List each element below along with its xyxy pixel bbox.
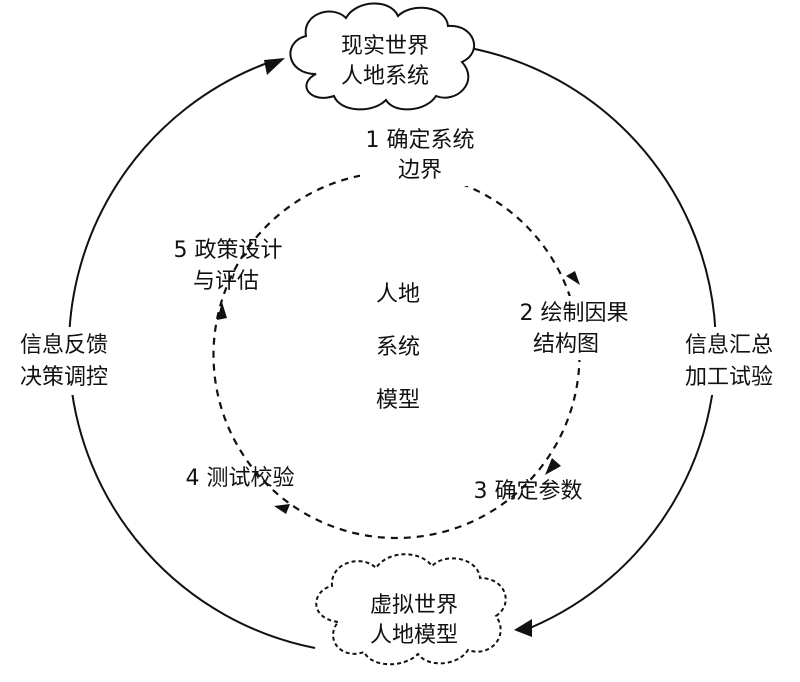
outer-arrow-to-virtual-world (514, 619, 532, 637)
step-5-line1: 5 政策设计 (174, 238, 283, 263)
real-world-line2: 人地系统 (341, 64, 429, 89)
step-5-label: 5 政策设计 与评估 (174, 238, 283, 294)
outer-arrow-to-real-world (264, 58, 285, 75)
virtual-world-line1: 虚拟世界 (370, 593, 458, 618)
step-2-line2: 结构图 (533, 332, 599, 357)
virtual-world-cloud: 虚拟世界 人地模型 (315, 553, 507, 666)
right-label-line1: 信息汇总 (685, 333, 773, 358)
step-2-line1: 2 绘制因果 (520, 301, 629, 326)
step-1-line2: 边界 (398, 158, 442, 183)
dashed-arrow-to-step-4 (274, 504, 290, 514)
center-line1: 人地 (376, 282, 420, 307)
step-3-line1: 3 确定参数 (474, 479, 583, 504)
step-1-label: 1 确定系统 边界 (360, 124, 484, 186)
right-label-line2: 加工试验 (685, 365, 773, 390)
step-5-line2: 与评估 (193, 269, 259, 294)
real-world-cloud: 现实世界 人地系统 (289, 2, 475, 111)
step-1-line1: 1 确定系统 (366, 128, 475, 153)
right-label-bg (670, 327, 788, 395)
real-world-line1: 现实世界 (341, 34, 429, 59)
inner-dashed-cycle (212, 170, 581, 540)
outer-cycle-right-arc (469, 47, 717, 629)
left-label-line2: 决策调控 (20, 365, 108, 390)
step-2-label: 2 绘制因果 结构图 (514, 296, 638, 360)
step-4-line1: 4 测试校验 (186, 466, 295, 491)
step-3-label: 3 确定参数 (474, 479, 583, 504)
center-line2: 系统 (376, 335, 420, 360)
left-label-line1: 信息反馈 (20, 333, 108, 358)
dashed-arrow-to-step-2 (566, 271, 580, 285)
dashed-arrow-to-step-3 (545, 458, 561, 475)
center-line3: 模型 (376, 388, 420, 413)
virtual-world-line2: 人地模型 (370, 623, 458, 648)
step-4-label: 4 测试校验 (186, 466, 295, 491)
dashed-arrow-to-step-5 (217, 302, 227, 320)
left-label-bg (8, 327, 120, 395)
